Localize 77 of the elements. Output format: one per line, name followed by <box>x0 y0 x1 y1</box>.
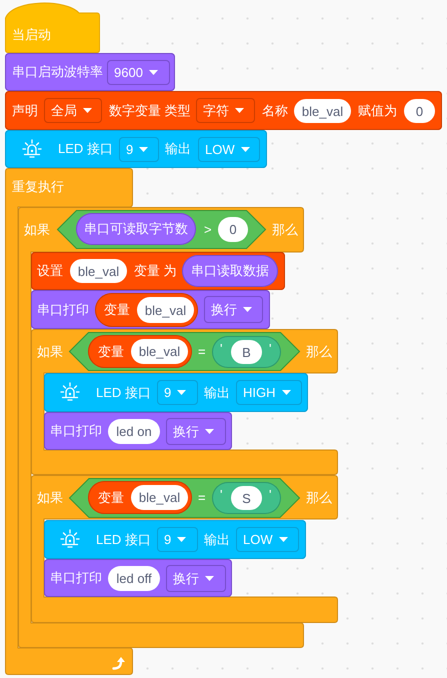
block-label: 变量 <box>98 344 124 360</box>
command-block <box>44 373 308 412</box>
if-block <box>31 475 338 623</box>
command-block <box>31 252 285 290</box>
command-block <box>5 53 175 91</box>
block-label: 变量 <box>104 302 130 318</box>
block-label: LED 接口 <box>58 141 113 157</box>
dropdown: 换行 <box>166 565 226 592</box>
command-block <box>5 91 442 130</box>
block-label: 串口打印 <box>50 570 102 586</box>
value-field: 0 <box>404 99 435 123</box>
if-block <box>31 329 338 475</box>
quote-mark: ' <box>269 341 272 357</box>
block-label: 那么 <box>306 490 332 506</box>
dropdown: 9 <box>119 137 159 162</box>
command-block <box>44 412 232 450</box>
block-label: 串口打印 <box>50 423 102 439</box>
block-label: 输出 <box>204 532 230 548</box>
block-label: 赋值为 <box>358 103 397 119</box>
block-label: LED 接口 <box>96 385 151 401</box>
dropdown: 换行 <box>204 296 263 323</box>
block-label: 那么 <box>306 344 332 360</box>
value-field: ble_val <box>137 297 194 323</box>
block-label: 数字变量 类型 <box>109 103 191 119</box>
variable-reporter <box>95 293 198 327</box>
dropdown: LOW <box>198 137 260 162</box>
block-label: 重复执行 <box>12 179 64 195</box>
value-field: led on <box>108 419 160 444</box>
block-label: 如果 <box>37 490 63 506</box>
dropdown: LOW <box>236 527 299 552</box>
value-field: ble_val <box>70 259 127 283</box>
quote-mark: ' <box>220 341 222 357</box>
character-reporter <box>212 482 281 514</box>
dropdown: 9600 <box>107 60 170 85</box>
value-field: ble_val <box>131 485 188 510</box>
command-block <box>5 130 267 168</box>
block-label: 声明 <box>12 103 38 119</box>
character-reporter <box>212 336 281 368</box>
condition-block <box>69 478 300 518</box>
hat-block: 当启动 <box>5 2 100 53</box>
quote-mark: ' <box>269 487 272 503</box>
reporter-block: 串口读取数据 <box>182 255 278 287</box>
dropdown: 换行 <box>166 418 226 445</box>
variable-reporter <box>88 335 192 368</box>
variable-reporter <box>88 481 192 514</box>
value-field: B <box>231 340 262 364</box>
dropdown: 字符 <box>196 98 255 123</box>
command-block <box>44 520 306 559</box>
dropdown: HIGH <box>236 380 302 405</box>
block-label: 如果 <box>24 222 50 238</box>
dropdown: 9 <box>157 527 198 552</box>
block-label: 输出 <box>165 141 191 157</box>
value-field: ble_val <box>131 339 188 364</box>
condition-block <box>57 210 266 249</box>
block-label: 串口启动波特率 <box>12 64 103 80</box>
dropdown: 全局 <box>44 98 102 123</box>
value-field: ble_val <box>294 99 351 123</box>
reporter-block: 串口可读取字节数 <box>76 213 196 245</box>
dropdown: 9 <box>157 380 198 405</box>
block-label: 变量 <box>98 490 124 506</box>
condition-block <box>69 332 300 371</box>
block-label: 名称 <box>262 103 288 119</box>
block-label: 变量 为 <box>134 263 177 279</box>
value-field: S <box>231 486 262 510</box>
block-label: 设置 <box>37 263 63 279</box>
command-block <box>31 290 270 329</box>
operator-label: > <box>204 222 212 238</box>
value-field: led off <box>108 566 160 591</box>
command-block <box>44 559 232 597</box>
operator-label: = <box>198 344 206 360</box>
block-label: 输出 <box>204 385 230 401</box>
block-label: 如果 <box>37 344 63 360</box>
block-label: 串口打印 <box>37 302 89 318</box>
block-label: LED 接口 <box>96 532 151 548</box>
operator-label: = <box>198 490 206 506</box>
block-label: 那么 <box>272 222 298 238</box>
quote-mark: ' <box>220 487 222 503</box>
